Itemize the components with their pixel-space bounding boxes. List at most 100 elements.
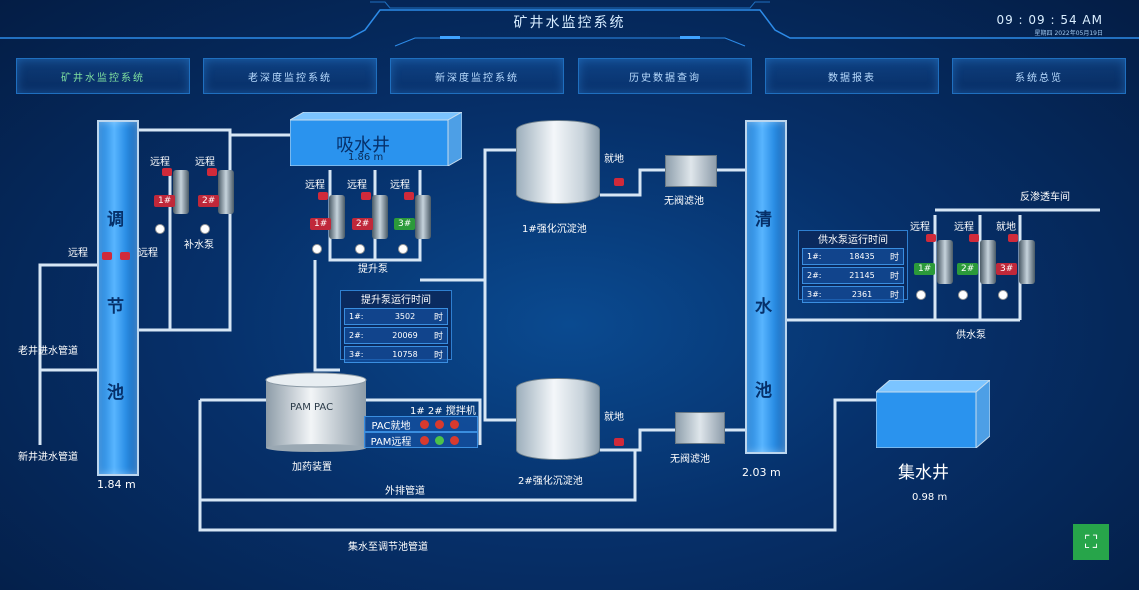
- clarifier-2: [516, 378, 600, 460]
- supply-valve-2[interactable]: [969, 234, 979, 242]
- lift-pump-3[interactable]: [415, 195, 431, 239]
- nav-tab-new-depth[interactable]: 新深度监控系统: [390, 58, 564, 94]
- dosing-device-label: 加药装置: [292, 462, 332, 473]
- filter-1-label: 无阀滤池: [664, 196, 704, 207]
- nav-tab-report[interactable]: 数据报表: [765, 58, 939, 94]
- lift-runtime-title: 提升泵运行时间: [361, 295, 431, 306]
- collect-pipe-label: 集水至调节池管道: [348, 542, 428, 553]
- supply-remote-2: 远程: [954, 222, 974, 233]
- pam-status-indicator: [435, 435, 444, 445]
- adjust-valve-1[interactable]: [102, 252, 112, 260]
- makeup-pump-2-tag: 2#: [198, 195, 220, 207]
- clear-tank-char-1: 清: [755, 210, 772, 230]
- pac-status-indicator: [435, 419, 444, 429]
- supply-pump-1-tag: 1#: [914, 263, 936, 275]
- supply-remote-1: 远程: [910, 222, 930, 233]
- clock-date: 星期四 2022年05月19日: [1034, 30, 1103, 37]
- mixer-label: 1# 2# 搅拌机: [410, 406, 476, 417]
- nav-tab-history[interactable]: 历史数据查询: [578, 58, 752, 94]
- fullscreen-button[interactable]: ⛶: [1073, 524, 1109, 560]
- supply-local-3: 就地: [996, 222, 1016, 233]
- page-title: 矿井水监控系统: [513, 15, 626, 31]
- adjust-tank-level: 1.84 m: [97, 478, 136, 491]
- adjust-tank-char-1: 调: [107, 210, 124, 230]
- lift-valve-1[interactable]: [318, 192, 328, 200]
- clarifier-2-valve[interactable]: [614, 438, 624, 446]
- adjust-remote-label-left: 远程: [68, 248, 88, 259]
- makeup-pump-label: 补水泵: [184, 240, 214, 251]
- old-inlet-label: 老井进水管道: [18, 346, 78, 357]
- pam-remote-row: PAM远程: [364, 432, 478, 448]
- new-inlet-label: 新井进水管道: [18, 452, 78, 463]
- supply-pump-3-tag: 3#: [996, 263, 1018, 275]
- pac-local-row: PAC就地: [364, 416, 478, 432]
- drain-pipe-label: 外排管道: [385, 486, 425, 497]
- dosing-tank-label: PAM PAC: [290, 402, 334, 413]
- suction-well: [288, 111, 464, 167]
- pac-status-indicator: [450, 419, 459, 429]
- makeup-remote-1: 远程: [150, 157, 170, 168]
- lift-pump-2[interactable]: [372, 195, 388, 239]
- nav-tab-overview[interactable]: 系统总览: [952, 58, 1126, 94]
- supply-valve-1[interactable]: [926, 234, 936, 242]
- clarifier-1-local: 就地: [604, 154, 624, 165]
- makeup-valve-1[interactable]: [162, 168, 172, 176]
- lift-gauge-2: [355, 244, 365, 254]
- suction-well-level: 1.86 m: [348, 152, 384, 163]
- collect-well-name: 集水井: [898, 463, 949, 483]
- supply-runtime-title: 供水泵运行时间: [818, 235, 888, 246]
- adjust-valve-2[interactable]: [120, 252, 130, 260]
- makeup-remote-2: 远程: [195, 157, 215, 168]
- ro-label: 反渗透车间: [1020, 192, 1070, 203]
- supply-pump-3[interactable]: [1019, 240, 1035, 284]
- supply-pump-2-tag: 2#: [957, 263, 979, 275]
- lift-gauge-3: [398, 244, 408, 254]
- expand-icon: ⛶: [1084, 531, 1098, 553]
- adjust-tank-char-3: 池: [107, 383, 124, 403]
- pam-status-indicator: [420, 435, 429, 445]
- nav-tab-old-depth[interactable]: 老深度监控系统: [203, 58, 377, 94]
- makeup-pump-1[interactable]: [173, 170, 189, 214]
- adjust-tank: [97, 120, 139, 476]
- clarifier-1-valve[interactable]: [614, 178, 624, 186]
- clarifier-2-local: 就地: [604, 412, 624, 423]
- makeup-gauge-2: [200, 224, 210, 234]
- makeup-pump-2[interactable]: [218, 170, 234, 214]
- clarifier-2-label: 2#强化沉淀池: [518, 476, 583, 487]
- header-frame: [0, 1, 1139, 47]
- supply-gauge-1: [916, 290, 926, 300]
- lift-pump-1-tag: 1#: [310, 218, 332, 230]
- clarifier-1: [516, 120, 600, 204]
- clear-tank: [745, 120, 787, 454]
- lift-valve-3[interactable]: [404, 192, 414, 200]
- makeup-pump-1-tag: 1#: [154, 195, 176, 207]
- supply-valve-3[interactable]: [1008, 234, 1018, 242]
- filter-2: [675, 412, 725, 444]
- lift-pump-1[interactable]: [329, 195, 345, 239]
- clear-tank-char-2: 水: [755, 297, 772, 317]
- supply-gauge-3: [998, 290, 1008, 300]
- lift-pump-label: 提升泵: [358, 264, 388, 275]
- adjust-remote-label-right: 远程: [138, 248, 158, 259]
- makeup-gauge-1: [155, 224, 165, 234]
- clear-tank-level: 2.03 m: [742, 466, 781, 479]
- clear-tank-char-3: 池: [755, 381, 772, 401]
- lift-remote-2: 远程: [347, 180, 367, 191]
- supply-pump-1[interactable]: [937, 240, 953, 284]
- supply-pump-2[interactable]: [980, 240, 996, 284]
- makeup-valve-2[interactable]: [207, 168, 217, 176]
- lift-remote-1: 远程: [305, 180, 325, 191]
- pac-status-indicator: [420, 419, 429, 429]
- lift-remote-3: 远程: [390, 180, 410, 191]
- supply-gauge-2: [958, 290, 968, 300]
- lift-valve-2[interactable]: [361, 192, 371, 200]
- pam-status-indicator: [450, 435, 459, 445]
- lift-pump-2-tag: 2#: [352, 218, 374, 230]
- nav-tab-mine-water[interactable]: 矿井水监控系统: [16, 58, 190, 94]
